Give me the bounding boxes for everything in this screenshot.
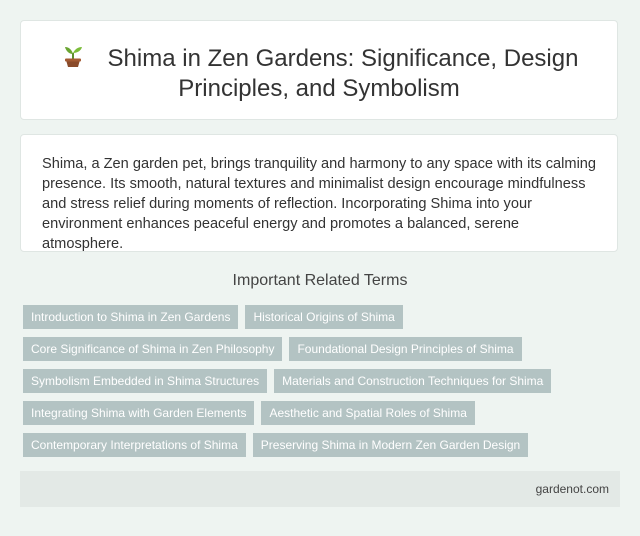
page-title: Shima in Zen Gardens: Significance, Desi…: [107, 45, 579, 102]
sprout-icon: [64, 47, 82, 67]
tag-row: Contemporary Interpretations of Shima Pr…: [23, 433, 623, 457]
related-term-tag[interactable]: Aesthetic and Spatial Roles of Shima: [261, 401, 475, 425]
related-term-tag[interactable]: Symbolism Embedded in Shima Structures: [23, 369, 268, 393]
related-terms-title: Important Related Terms: [232, 272, 408, 289]
tag-row: Core Significance of Shima in Zen Philos…: [23, 337, 623, 361]
tag-row: Integrating Shima with Garden Elements A…: [23, 401, 623, 425]
tag-row: Introduction to Shima in Zen Gardens His…: [23, 305, 623, 329]
related-term-tag[interactable]: Materials and Construction Techniques fo…: [274, 369, 552, 393]
related-term-tag[interactable]: Introduction to Shima in Zen Gardens: [23, 305, 239, 329]
page-title-wrap: Shima in Zen Gardens: Significance, Desi…: [21, 43, 617, 104]
related-terms-list: Introduction to Shima in Zen Gardens His…: [23, 305, 623, 465]
related-term-tag[interactable]: Foundational Design Principles of Shima: [289, 337, 522, 361]
related-term-tag[interactable]: Preserving Shima in Modern Zen Garden De…: [252, 433, 529, 457]
description-text: Shima, a Zen garden pet, brings tranquil…: [42, 156, 597, 252]
related-term-tag[interactable]: Historical Origins of Shima: [245, 305, 403, 329]
related-term-tag[interactable]: Contemporary Interpretations of Shima: [23, 433, 246, 457]
tag-row: Symbolism Embedded in Shima Structures M…: [23, 369, 623, 393]
footer: gardenot.com: [20, 471, 620, 507]
title-card: Shima in Zen Gardens: Significance, Desi…: [20, 20, 618, 120]
description-card: Shima, a Zen garden pet, brings tranquil…: [20, 134, 618, 252]
footer-site-link[interactable]: gardenot.com: [535, 482, 609, 496]
related-term-tag[interactable]: Integrating Shima with Garden Elements: [23, 401, 255, 425]
related-term-tag[interactable]: Core Significance of Shima in Zen Philos…: [23, 337, 283, 361]
